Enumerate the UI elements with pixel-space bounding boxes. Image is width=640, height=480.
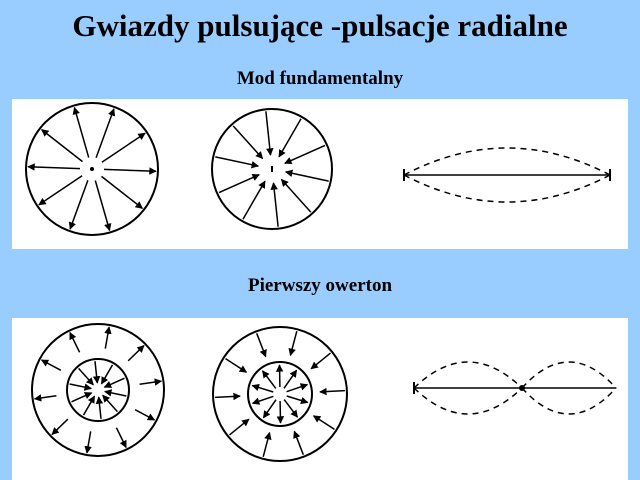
arrow-inner-zone (82, 395, 96, 416)
arrow-inner-zone (103, 377, 125, 388)
arrow-inner-zone (78, 367, 94, 386)
first-overtone-diagram (31, 323, 617, 462)
arrow-inner-zone (104, 389, 127, 397)
star-expanding-diagram (25, 102, 159, 236)
arrow-inward (218, 174, 260, 194)
arrow-inner-zone (261, 370, 277, 389)
arrow-outward (27, 163, 81, 171)
arrow-inward (280, 178, 312, 213)
arrow-outer-zone (84, 431, 92, 454)
fundamental-mode-panel (12, 99, 628, 249)
arrow-inward (284, 169, 329, 182)
arrow-inner-zone (100, 364, 114, 385)
section-label-first-overtone: Pierwszy owerton (247, 275, 393, 296)
arrow-outer-zone (229, 418, 250, 436)
arrow-outward (95, 108, 116, 158)
arrow-outer-zone (215, 392, 241, 401)
arrow-outer-zone (40, 359, 62, 371)
standing-wave-first-overtone (413, 361, 617, 415)
arrow-inward (278, 118, 302, 158)
arrow-inner-zone (251, 383, 274, 393)
arrow-outer-zone (51, 418, 69, 436)
arrow-outer-zone (312, 415, 335, 431)
arrow-outward (38, 175, 83, 206)
arrow-inner-zone (102, 394, 118, 413)
slide-title: Gwiazdy pulsujące -pulsacje radialne (72, 8, 568, 43)
arrow-inner-zone (283, 369, 298, 389)
arrow-outer-zone (33, 394, 57, 402)
section-label-fundamental: Mod fundamentalny (236, 68, 404, 89)
overtone-star-2 (212, 326, 348, 462)
arrow-inner-zone (286, 395, 309, 405)
arrow-outer-zone (127, 344, 145, 362)
arrow-inner-zone (262, 399, 277, 419)
arrow-outward (101, 132, 146, 163)
arrow-inward (232, 125, 264, 160)
arrow-outer-zone (262, 431, 272, 457)
standing-wave-fundamental (403, 147, 611, 203)
arrow-inward (215, 156, 260, 169)
arrow-outer-zone (134, 409, 156, 421)
arrow-inward (265, 111, 274, 156)
arrow-inner-zone (95, 396, 104, 419)
arrow-outward (103, 167, 157, 175)
arrow-outer-zone (310, 352, 331, 370)
arrow-inner-zone (283, 399, 299, 418)
arrow-outer-zone (115, 427, 127, 449)
arrow-outer-zone (139, 378, 163, 386)
arrow-outward (68, 180, 89, 230)
arrow-outward (101, 175, 143, 209)
overtone-star-1 (31, 323, 165, 457)
arrow-outward (41, 129, 83, 163)
arrow-outer-zone (288, 331, 298, 357)
arrow-inner-zone (251, 395, 274, 405)
arrow-inward (284, 144, 326, 164)
arrow-outer-zone (104, 326, 112, 349)
arrow-outer-zone (293, 430, 304, 455)
arrow-inward (242, 180, 266, 220)
arrow-outer-zone (319, 387, 345, 396)
star-contracting-diagram (211, 108, 333, 230)
arrow-outward (72, 106, 90, 158)
arrow-inner-zone (71, 392, 93, 403)
fundamental-mode-diagram (25, 102, 611, 236)
arrow-outer-zone (225, 357, 248, 373)
arrow-outward (94, 180, 112, 232)
arrow-inward (270, 182, 279, 227)
first-overtone-panel (12, 318, 628, 480)
arrow-inner-zone (92, 361, 101, 384)
arrow-outer-zone (255, 333, 267, 358)
arrow-outer-zone (69, 331, 81, 353)
arrow-inner-zone (69, 383, 92, 391)
arrow-inner-zone (286, 383, 309, 393)
